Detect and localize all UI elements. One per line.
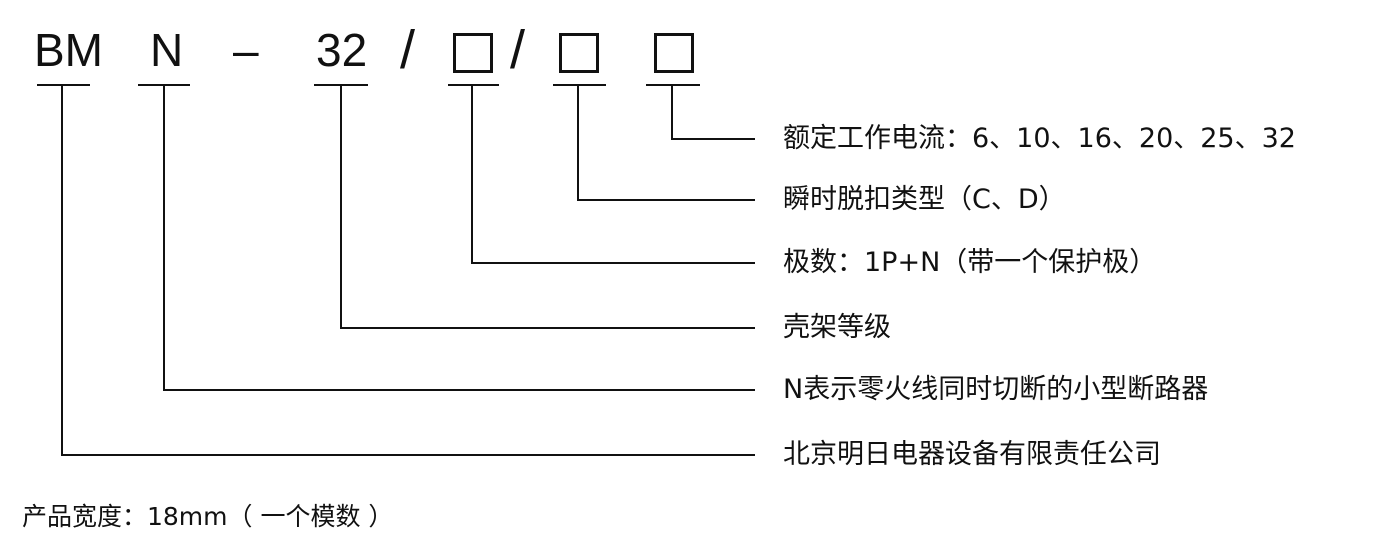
desc-frame-class: 壳架等级: [783, 312, 891, 343]
code-frame: 32: [316, 24, 368, 76]
desc-poles: 极数：1P+N（带一个保护极）: [783, 247, 1157, 278]
desc-n-meaning: N表示零火线同时切断的小型断路器: [783, 374, 1209, 405]
leader-company: [61, 85, 755, 456]
leader-rated-current: [671, 85, 755, 140]
placeholder-box-rated-current: [654, 33, 694, 73]
placeholder-box-poles: [453, 33, 493, 73]
code-slash-1: /: [400, 20, 416, 80]
desc-company: 北京明日电器设备有限责任公司: [783, 439, 1161, 470]
product-width-note: 产品宽度：18mm（ 一个模数 ）: [22, 502, 394, 531]
code-dash: –: [233, 24, 259, 76]
leader-poles: [471, 85, 755, 264]
code-slash-2: /: [510, 20, 526, 80]
leader-frame-class: [340, 85, 755, 329]
desc-rated-current: 额定工作电流：6、10、16、20、25、32: [783, 123, 1296, 154]
desc-trip-type: 瞬时脱扣类型（C、D）: [783, 184, 1066, 215]
leader-trip-type: [577, 85, 755, 201]
code-brand: BM: [34, 24, 103, 76]
placeholder-box-trip-type: [559, 33, 599, 73]
leader-n-meaning: [163, 85, 755, 391]
code-type: N: [150, 24, 184, 76]
